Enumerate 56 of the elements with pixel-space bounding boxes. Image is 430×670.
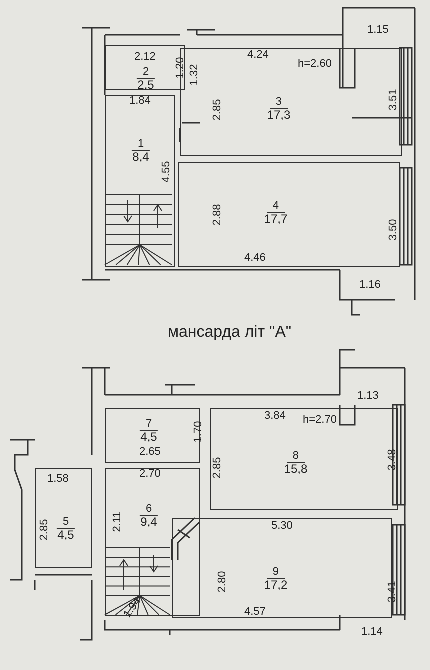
dimension-label: 1.20 — [174, 57, 186, 79]
room-area: 17,3 — [267, 109, 291, 122]
dimension-label: 4.46 — [244, 252, 266, 264]
dimension-label: 3.84 — [264, 410, 286, 422]
dimension-label: 3.50 — [387, 219, 400, 241]
room-outline — [35, 468, 92, 568]
room-outline — [105, 408, 200, 463]
dimension-label: 2.85 — [211, 457, 224, 479]
room-outline — [105, 468, 200, 616]
dimension-label: 1.58 — [48, 473, 69, 485]
room-number: 1 — [132, 138, 150, 151]
dimension-label: 4.24 — [248, 49, 269, 61]
dimension-label: 1.84 — [130, 95, 151, 107]
room-number: 4 — [266, 200, 286, 213]
dimension-label: 4.55 — [160, 161, 172, 183]
room-number: 2 — [136, 66, 156, 79]
room-number: 3 — [270, 96, 288, 109]
room-outline — [210, 408, 398, 510]
room-area: 15,8 — [284, 463, 308, 476]
dimension-label: 2.85 — [211, 99, 224, 121]
room-area: 4,5 — [58, 529, 74, 542]
room-area: 8,4 — [132, 151, 150, 164]
dimension-label: h=2.60 — [298, 58, 332, 70]
room-outline — [178, 162, 400, 267]
dimension-label: 3.48 — [386, 449, 398, 471]
dimension-label: 2.88 — [211, 204, 224, 226]
dimension-label: 1.32 — [188, 64, 200, 86]
room-number: 6 — [140, 503, 158, 516]
room-number: 7 — [140, 418, 158, 431]
dimension-label: h=2.70 — [303, 414, 337, 426]
dimension-label: 2.70 — [140, 468, 161, 480]
room-area: 4,5 — [140, 431, 158, 444]
dimension-label: 1.16 — [360, 279, 381, 291]
dimension-label: 2.12 — [134, 51, 156, 63]
room-area: 2,5 — [138, 79, 154, 92]
plan-caption: мансарда літ "А" — [168, 324, 292, 342]
dimension-label: 3.51 — [387, 89, 400, 111]
dimension-label: 2.65 — [140, 446, 161, 458]
room-outline — [105, 95, 175, 267]
dimension-label: 5.30 — [272, 520, 293, 532]
room-area: 17,2 — [264, 579, 288, 592]
room-number: 9 — [266, 566, 286, 579]
dimension-label: 3.41 — [386, 581, 398, 603]
dimension-label: 1.15 — [368, 24, 389, 36]
dimension-label: 2.11 — [110, 512, 123, 532]
room-number: 5 — [56, 516, 76, 529]
room-area: 17,7 — [264, 213, 288, 226]
room-area: 9,4 — [140, 516, 158, 529]
dimension-label: 2.85 — [38, 519, 50, 541]
room-number: 8 — [286, 450, 306, 463]
dimension-label: 1.13 — [358, 390, 379, 402]
dimension-label: 2.80 — [216, 571, 228, 593]
dimension-label: 1.70 — [192, 421, 204, 443]
dimension-label: 4.57 — [244, 606, 266, 618]
room-outline — [105, 45, 185, 90]
dimension-label: 1.14 — [362, 626, 383, 638]
